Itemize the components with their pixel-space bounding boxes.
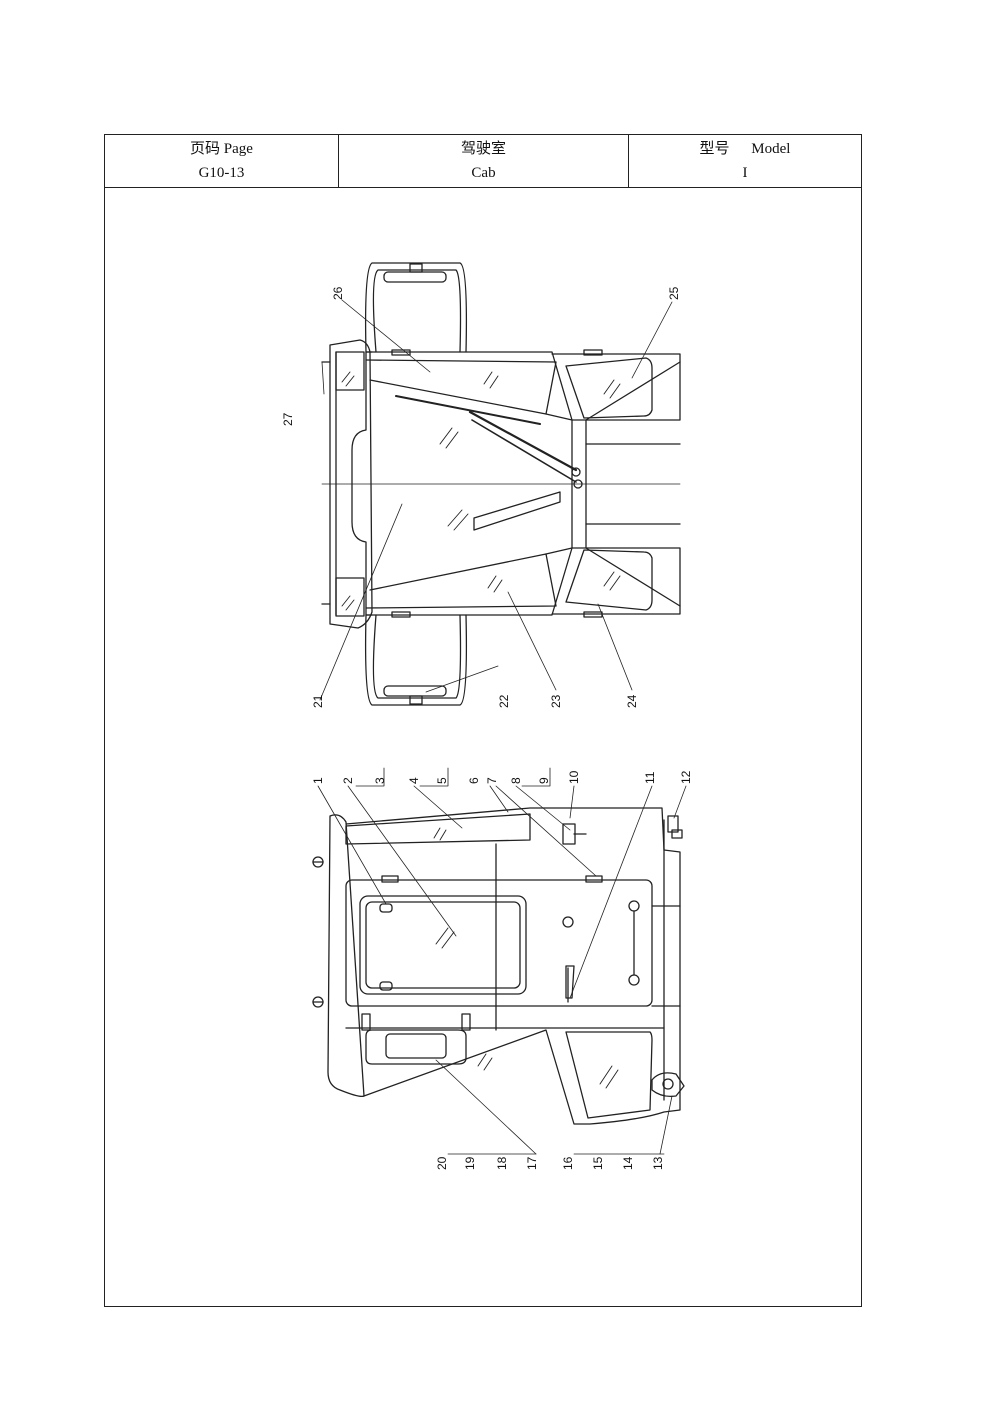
title-cell: 驾驶室 Cab: [339, 135, 629, 187]
callout-25: 25: [667, 286, 681, 300]
callout-12: 12: [679, 770, 693, 784]
callout-10: 10: [567, 770, 581, 784]
callout-11: 11: [643, 771, 657, 784]
page-label: 页码 Page: [190, 141, 253, 157]
callout-15: 15: [591, 1156, 605, 1170]
callout-7: 7: [485, 777, 499, 784]
cab-top-view: [319, 262, 681, 706]
title-block: 页码 Page G10-13 驾驶室 Cab 型号 Model I: [105, 135, 861, 188]
drawing-sheet: 页码 Page G10-13 驾驶室 Cab 型号 Model I: [104, 134, 862, 1307]
callout-22: 22: [497, 694, 511, 708]
model-value: I: [742, 165, 748, 181]
callout-17: 17: [525, 1156, 539, 1170]
callout-20: 20: [435, 1156, 449, 1170]
callout-4: 4: [407, 777, 421, 784]
callout-21: 21: [311, 694, 325, 708]
callout-23: 23: [549, 694, 563, 708]
callout-5: 5: [435, 777, 449, 784]
callout-26: 26: [331, 286, 345, 300]
title-chinese: 驾驶室: [460, 141, 506, 157]
callout-19: 19: [463, 1156, 477, 1170]
page-number: G10-13: [198, 165, 245, 181]
callout-16: 16: [561, 1156, 575, 1170]
callout-27: 27: [281, 412, 295, 426]
callout-9: 9: [537, 777, 551, 784]
cab-side-view: [312, 767, 687, 1155]
callout-18: 18: [495, 1156, 509, 1170]
callout-3: 3: [373, 777, 387, 784]
page-cell: 页码 Page G10-13: [105, 135, 339, 187]
callout-8: 8: [509, 777, 523, 784]
callout-14: 14: [621, 1156, 635, 1170]
model-label: 型号 Model: [699, 141, 791, 157]
callout-2: 2: [341, 777, 355, 784]
callout-24: 24: [625, 694, 639, 708]
title-english: Cab: [471, 165, 496, 181]
callout-13: 13: [651, 1156, 665, 1170]
callout-6: 6: [467, 777, 481, 784]
model-cell: 型号 Model I: [629, 135, 861, 187]
callout-1: 1: [311, 777, 325, 784]
